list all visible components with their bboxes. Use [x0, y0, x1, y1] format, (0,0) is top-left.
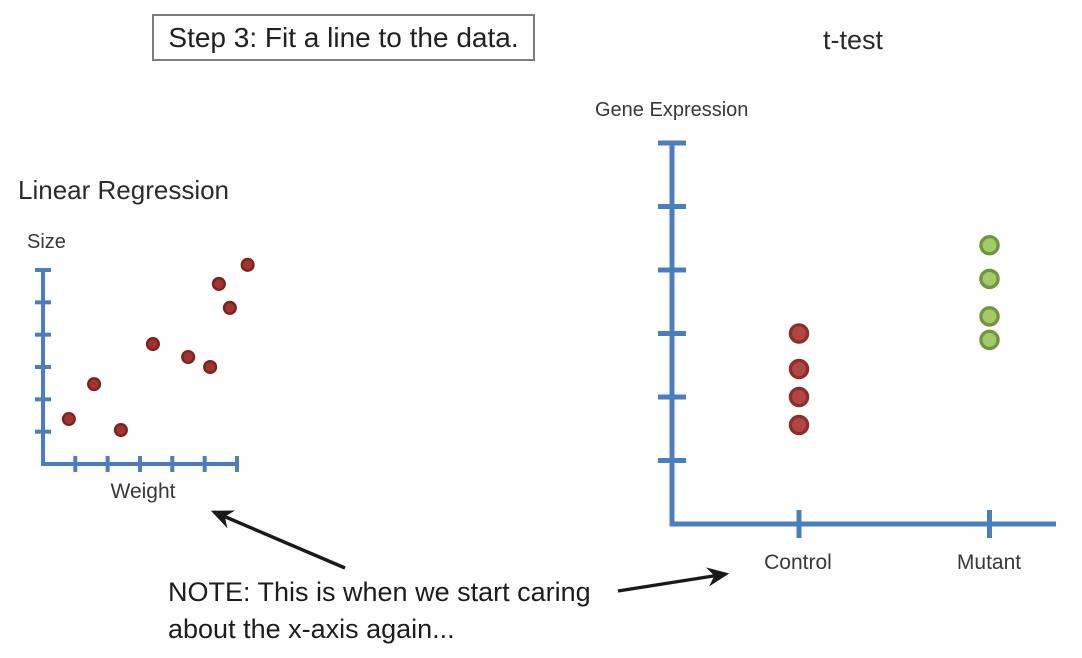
lr-data-point [203, 359, 218, 375]
lr-data-point [181, 349, 196, 365]
t-test-chart [658, 140, 1056, 538]
lr-data-point [145, 337, 160, 352]
t-test-title: t-test [822, 25, 883, 55]
note-arrow-left-icon [210, 510, 346, 570]
mutant-data-point [979, 268, 1000, 290]
weight-axis-label: Weight [110, 480, 176, 503]
step-title-text: Step 3: Fit a line to the data. [168, 21, 519, 53]
note-text: NOTE: This is when we start caring about… [168, 574, 591, 648]
note-arrow-right-icon [617, 567, 730, 593]
linear-regression-title: Linear Regression [18, 175, 230, 205]
lr-data-point [113, 423, 128, 438]
lr-data-point [222, 300, 237, 315]
note-line-1: NOTE: This is when we start caring [168, 577, 591, 607]
mutant-data-point [979, 329, 1000, 351]
mutant-data-point [979, 234, 1000, 256]
lr-data-point [211, 276, 226, 291]
control-data-point [788, 386, 810, 408]
mutant-data-point [979, 306, 1000, 327]
note-line-2: about the x-axis again... [168, 614, 455, 644]
lr-data-point [240, 257, 255, 272]
control-data-point [788, 358, 810, 380]
lr-data-point [87, 377, 102, 392]
size-axis-label: Size [27, 231, 66, 253]
control-category-label: Control [764, 551, 832, 574]
gene-expression-axis-label: Gene Expression [595, 99, 749, 121]
control-data-point [788, 323, 810, 344]
lr-data-point [61, 412, 76, 427]
mutant-category-label: Mutant [956, 551, 1022, 574]
linear-regression-chart [35, 257, 255, 472]
control-data-point [788, 414, 810, 436]
step-title-box: Step 3: Fit a line to the data. [152, 14, 535, 61]
